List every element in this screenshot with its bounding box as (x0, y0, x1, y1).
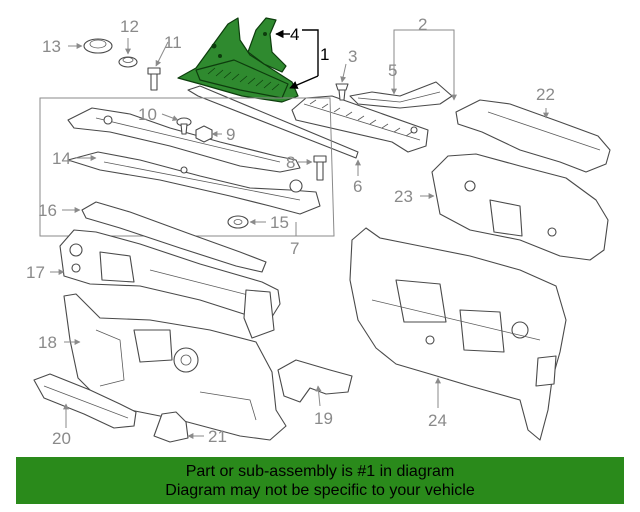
callout-4: 4 (290, 25, 299, 44)
callout-12: 12 (120, 17, 139, 36)
callout-2: 2 (418, 15, 427, 34)
parts-diagram: 1 2 3 4 5 6 7 8 9 10 11 12 13 14 15 16 1… (26, 15, 611, 448)
part-15-washer (227, 215, 249, 229)
callout-6: 6 (353, 177, 362, 196)
callout-21: 21 (208, 427, 227, 446)
callout-7: 7 (290, 239, 299, 258)
part-8-bolt (313, 155, 327, 181)
part-4-cowl-extension (247, 17, 287, 73)
banner-line-disclaimer: Diagram may not be specific to your vehi… (165, 481, 475, 499)
callout-19: 19 (314, 409, 333, 428)
callout-11: 11 (164, 33, 182, 52)
banner-line-part-info: Part or sub-assembly is #1 in diagram (185, 462, 455, 480)
callout-labels: 1 2 3 4 5 6 7 8 9 10 11 12 13 14 15 16 1… (26, 15, 555, 448)
callout-20: 20 (52, 429, 71, 448)
part-11-bolt (147, 67, 161, 91)
part-3-clip (335, 83, 349, 101)
callout-16: 16 (38, 201, 57, 220)
part-17-dash-upper (59, 229, 281, 339)
part-14-cowl-panel (67, 107, 321, 215)
part-9-nut (195, 125, 213, 143)
callout-24: 24 (428, 411, 447, 430)
callout-10: 10 (138, 105, 157, 124)
part-24-dash-insulator (349, 227, 567, 441)
callout-9: 9 (226, 125, 235, 144)
part-21-cover (153, 411, 189, 443)
group-7-bracket (39, 97, 335, 237)
info-banner: Part or sub-assembly is #1 in diagram Di… (16, 457, 624, 504)
leader-lines (50, 29, 549, 439)
callout-14: 14 (52, 149, 71, 168)
callout-8: 8 (286, 153, 295, 172)
callout-23: 23 (394, 187, 413, 206)
part-13-grommet (83, 38, 113, 54)
part-22-cowl-cover (455, 99, 611, 173)
callout-5: 5 (388, 61, 397, 80)
callout-17: 17 (26, 263, 45, 282)
part-12-plug (118, 56, 138, 68)
callout-22: 22 (536, 85, 555, 104)
part-16-reinforcement (81, 201, 267, 273)
callout-1: 1 (320, 45, 329, 64)
callout-15: 15 (270, 213, 289, 232)
part-1-cowl-panel (177, 17, 299, 103)
part-6-seal (187, 85, 359, 159)
callout-3: 3 (348, 47, 357, 66)
callout-13: 13 (42, 37, 61, 56)
part-23-insulator (431, 153, 609, 261)
part-5-cowl-grille (291, 95, 429, 153)
callout-18: 18 (38, 333, 57, 352)
part-19-bracket (277, 359, 353, 403)
part-2-cowl-cap (349, 81, 453, 109)
part-10-pin (176, 117, 192, 135)
